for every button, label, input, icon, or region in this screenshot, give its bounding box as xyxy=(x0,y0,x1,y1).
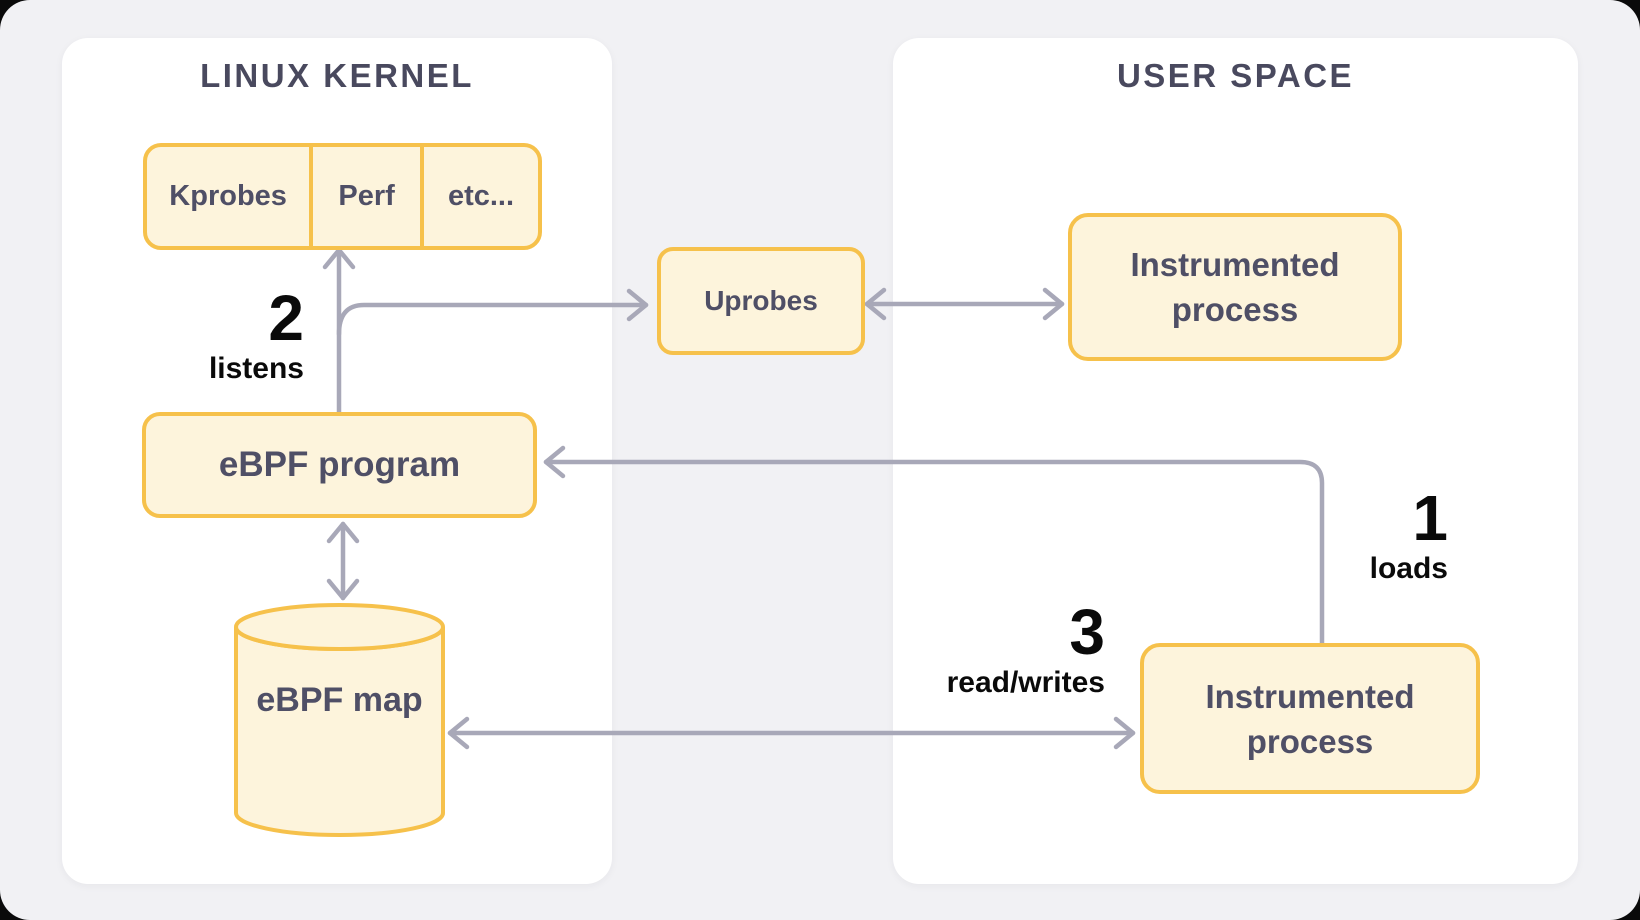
step-1-label: loads xyxy=(1369,552,1448,585)
ebpf-map-label: eBPF map xyxy=(256,681,423,719)
step-1-number: 1 xyxy=(1412,482,1448,554)
uprobes-box: Uprobes xyxy=(657,247,865,355)
ebpf-program-box: eBPF program xyxy=(142,412,537,518)
step-2-label: listens xyxy=(208,352,304,385)
kprobes-box: Kprobes xyxy=(169,180,287,212)
instrumented-process-top-box: Instrumented process xyxy=(1068,213,1402,361)
step-3-label: read/writes xyxy=(946,666,1105,699)
linux-kernel-title: LINUX KERNEL xyxy=(200,57,474,94)
annotation-step-1-loads: 1 loads xyxy=(1369,482,1448,588)
user-space-title: USER SPACE xyxy=(1116,57,1355,94)
step-3-number: 3 xyxy=(1069,596,1105,668)
perf-box: Perf xyxy=(309,147,420,246)
annotation-step-3-read-writes: 3 read/writes xyxy=(946,596,1105,702)
etc-box: etc... xyxy=(419,147,538,246)
step-2-number: 2 xyxy=(268,282,304,354)
kernel-hooks-row: Kprobes Perf etc... xyxy=(143,143,542,250)
instrumented-process-bottom-box: Instrumented process xyxy=(1140,643,1480,794)
annotation-step-2-listens: 2 listens xyxy=(208,282,304,388)
